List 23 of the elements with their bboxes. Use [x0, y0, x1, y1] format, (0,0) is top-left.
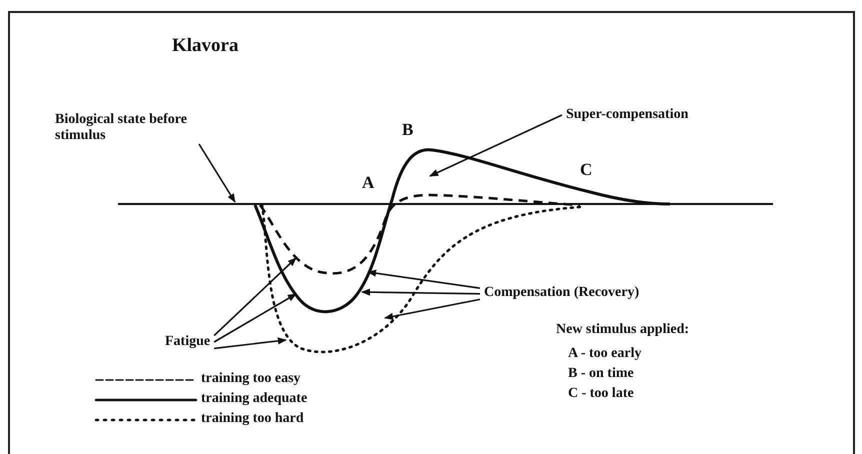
leader-arrow: [361, 288, 480, 296]
leader-arrow: [367, 270, 480, 289]
legend-text: training too easy: [201, 371, 301, 387]
annotation-text: Super-compensation: [566, 107, 688, 123]
legend-text: training adequate: [201, 391, 308, 407]
note-text: B - on time: [568, 366, 634, 382]
diagram-title: Klavora: [172, 35, 238, 56]
note-text: A - too early: [568, 346, 642, 362]
annotation-text: Compensation (Recovery): [484, 285, 640, 301]
annotation-text: Fatigue: [165, 334, 210, 350]
leader-arrow: [214, 257, 297, 336]
leader-arrow: [214, 337, 287, 350]
curve-point-label: C: [580, 160, 592, 179]
legend-text: training too hard: [201, 411, 304, 427]
leader-arrow: [198, 144, 236, 203]
note-text: C - too late: [568, 386, 634, 402]
curve-point-label: A: [362, 173, 374, 192]
leader-arrow: [214, 293, 297, 343]
note-heading: New stimulus applied:: [556, 322, 690, 338]
leader-arrow: [429, 114, 562, 177]
annotation-text: Biological state before stimulus: [55, 112, 195, 144]
curve-point-label: B: [402, 120, 414, 139]
leader-arrow: [384, 298, 480, 320]
